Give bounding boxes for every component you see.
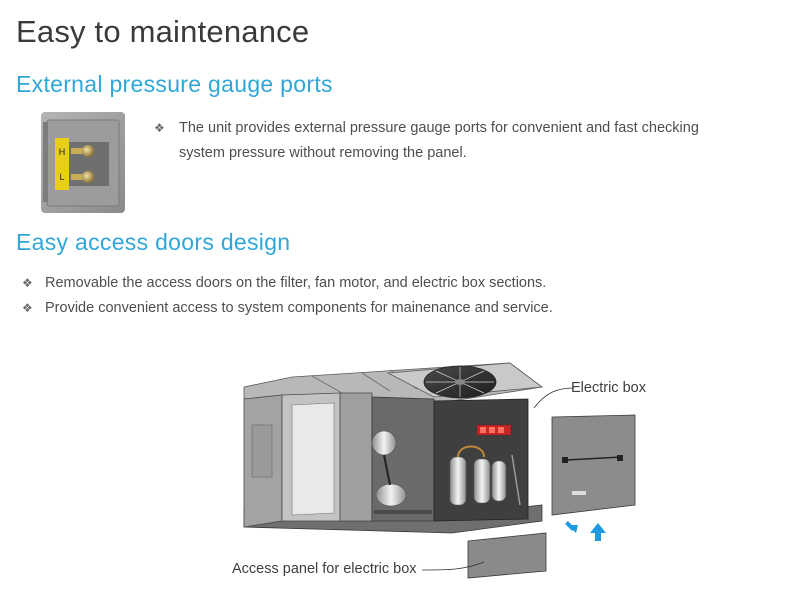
access-panel-leader-line bbox=[421, 561, 485, 571]
pressure-gauge-photo: H L bbox=[41, 112, 125, 213]
diamond-bullet-icon: ❖ bbox=[22, 276, 33, 290]
page-title: Easy to maintenance bbox=[16, 14, 310, 49]
diamond-bullet-icon: ❖ bbox=[154, 121, 165, 135]
section-heading-pressure-ports: External pressure gauge ports bbox=[16, 71, 333, 97]
port-label-high: H bbox=[59, 147, 66, 157]
port-label-low: L bbox=[59, 172, 64, 182]
access-panel-callout: Access panel for electric box bbox=[232, 561, 417, 577]
access-doors-bullet-2: Provide convenient access to system comp… bbox=[45, 300, 553, 316]
electric-box-callout: Electric box bbox=[571, 380, 646, 396]
diamond-bullet-icon: ❖ bbox=[22, 301, 33, 315]
rooftop-unit-diagram bbox=[243, 362, 636, 579]
access-doors-bullet-1: Removable the access doors on the filter… bbox=[45, 275, 547, 291]
pressure-ports-bullet-text: The unit provides external pressure gaug… bbox=[179, 120, 699, 136]
pressure-ports-bullet-text-cont: system pressure without removing the pan… bbox=[179, 145, 467, 161]
section-heading-access-doors: Easy access doors design bbox=[16, 229, 291, 255]
up-down-arrow-icon bbox=[565, 521, 606, 541]
electric-box-leader-line bbox=[533, 387, 575, 409]
